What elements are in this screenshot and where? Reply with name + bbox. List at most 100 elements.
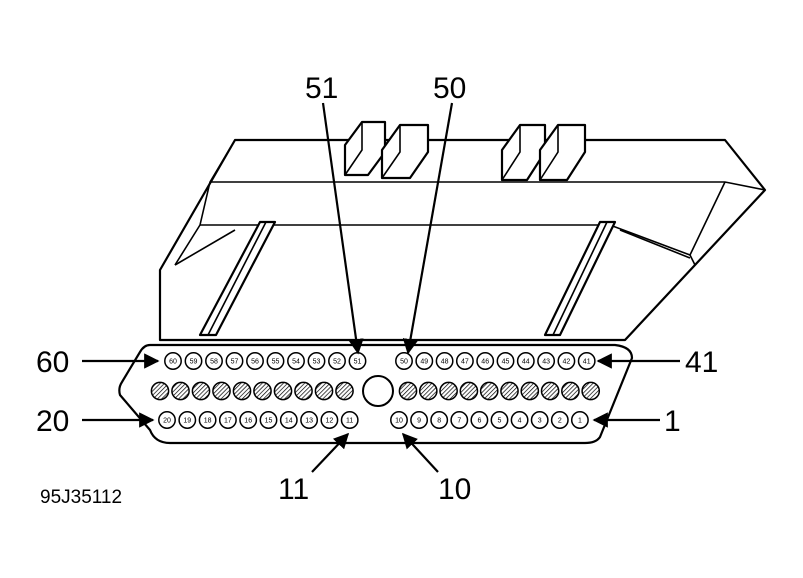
unused-pin-left-10 (335, 381, 354, 401)
callout-20: 20 (36, 405, 69, 438)
pin-11 (340, 411, 359, 429)
pin-label-41: 41 (583, 359, 591, 366)
pin-label-51: 51 (354, 359, 362, 366)
pin-42 (557, 352, 576, 370)
unused-pin-right-1 (398, 381, 418, 401)
pin-label-10: 10 (395, 418, 403, 425)
pin-label-53: 53 (313, 359, 321, 366)
pin-label-16: 16 (244, 418, 252, 425)
pin-label-3: 3 (538, 418, 542, 425)
unused-pin-right-10 (581, 381, 601, 401)
pin-1 (570, 411, 589, 429)
pin-label-17: 17 (224, 418, 232, 425)
pin-label-20: 20 (163, 418, 171, 425)
pin-label-59: 59 (190, 359, 198, 366)
callout-11: 11 (278, 473, 309, 506)
arrow-51 (321, 102, 364, 355)
pin-9 (410, 411, 429, 429)
arrow-10 (401, 432, 439, 473)
pin-label-55: 55 (272, 359, 280, 366)
pin-10 (390, 411, 408, 429)
pin-label-46: 46 (481, 359, 489, 366)
unused-pin-left-7 (273, 381, 293, 401)
unused-pin-right-9 (561, 381, 580, 401)
pin-label-43: 43 (542, 359, 550, 366)
callout-10: 10 (438, 473, 471, 506)
unused-pin-right-2 (418, 381, 438, 401)
unused-pin-right-4 (459, 381, 479, 401)
pin-47 (455, 352, 474, 370)
pin-label-44: 44 (522, 359, 530, 366)
pin-17 (218, 411, 237, 429)
pin-label-14: 14 (285, 418, 293, 425)
pin-13 (300, 411, 319, 429)
unused-pin-right-5 (479, 381, 499, 401)
pin-label-19: 19 (183, 418, 191, 425)
pin-57 (225, 352, 244, 370)
pin-49 (415, 352, 434, 370)
pin-16 (239, 411, 258, 429)
pin-59 (184, 352, 203, 370)
callout-60: 60 (36, 346, 69, 379)
pin-label-9: 9 (417, 418, 421, 425)
pin-label-52: 52 (333, 359, 341, 366)
pin-label-54: 54 (292, 359, 300, 366)
callout-50: 50 (433, 72, 466, 105)
unused-pin-left-4 (212, 381, 231, 401)
pin-label-47: 47 (461, 359, 469, 366)
pin-label-12: 12 (326, 418, 334, 425)
unused-pin-right-6 (500, 381, 519, 401)
unused-pin-left-1 (150, 381, 170, 401)
pin-46 (476, 352, 495, 370)
pin-label-1: 1 (578, 418, 582, 425)
pin-label-57: 57 (231, 359, 239, 366)
pin-60 (164, 352, 182, 370)
pin-label-2: 2 (558, 418, 562, 425)
callout-1: 1 (664, 405, 681, 438)
pin-41 (577, 352, 596, 370)
pin-label-6: 6 (477, 418, 481, 425)
pin-12 (320, 411, 339, 429)
unused-pin-left-3 (191, 381, 211, 401)
pin-53 (307, 352, 326, 370)
unused-pin-left-8 (294, 381, 313, 401)
arrow-11 (311, 432, 350, 473)
pin-8 (430, 411, 449, 429)
pin-56 (246, 352, 264, 370)
pin-label-58: 58 (210, 359, 218, 366)
pin-label-15: 15 (265, 418, 273, 425)
arrow-50 (402, 102, 454, 355)
pin-15 (259, 411, 278, 429)
unused-pin-right-8 (540, 381, 560, 401)
pin-label-8: 8 (437, 418, 441, 425)
pin-43 (537, 352, 556, 370)
pin-20 (158, 411, 176, 429)
pin-label-45: 45 (502, 359, 510, 366)
pin-4 (510, 411, 529, 429)
pin-18 (198, 411, 217, 429)
pin-52 (328, 352, 346, 370)
pin-6 (470, 411, 489, 429)
pin-5 (490, 411, 509, 429)
pin-3 (530, 411, 549, 429)
pin-label-56: 56 (251, 359, 259, 366)
pin-19 (178, 411, 197, 429)
pin-label-11: 11 (346, 418, 353, 425)
pin-label-49: 49 (420, 359, 428, 366)
pin-54 (287, 352, 305, 370)
pin-label-7: 7 (457, 418, 461, 425)
pin-48 (435, 352, 454, 370)
pin-44 (516, 352, 535, 370)
pin-58 (205, 352, 223, 370)
pin-label-4: 4 (518, 418, 522, 425)
pin-2 (550, 411, 569, 429)
unused-pin-left-5 (232, 381, 252, 401)
callout-41: 41 (685, 346, 718, 379)
pin-label-42: 42 (563, 359, 571, 366)
callout-arrows (82, 102, 680, 473)
figure-reference: 95J35112 (40, 487, 122, 508)
pin-label-48: 48 (441, 359, 449, 366)
pin-7 (450, 411, 469, 429)
